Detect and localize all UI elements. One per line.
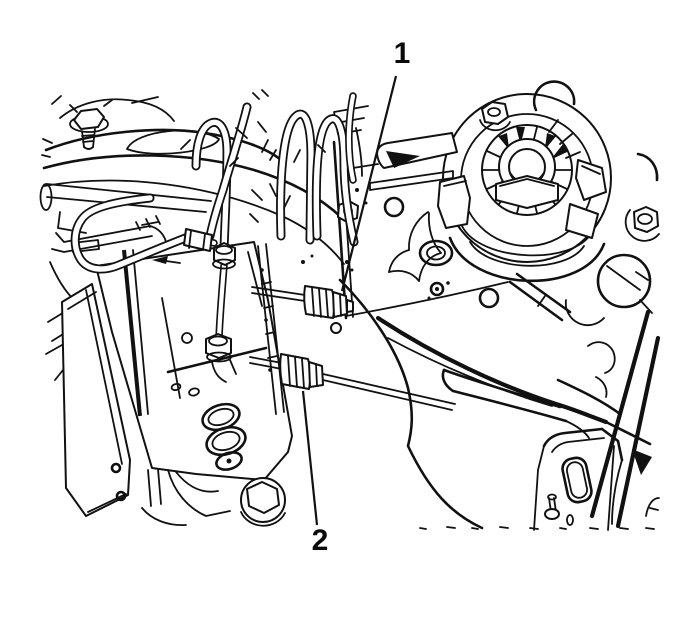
lower-bracket [419,299,661,531]
pump-cap [240,477,286,527]
callout-1-label: 1 [393,37,411,70]
mounting-bracket [332,132,572,322]
engine-bolt [69,108,109,150]
strut-nut [495,175,559,209]
brake-pipes [70,89,359,383]
callout-1-leader-line [340,75,398,292]
tube-fitting-2 [249,353,456,411]
callout-2-label: 2 [311,524,329,557]
abs-modulator [51,225,314,527]
callout-2-leader-line [301,390,319,526]
tube-fitting-1 [251,285,354,334]
port-seals [201,402,247,471]
callout-leaders [301,75,398,526]
fastener-bolts-right [479,80,660,327]
strut-mount [437,93,612,283]
